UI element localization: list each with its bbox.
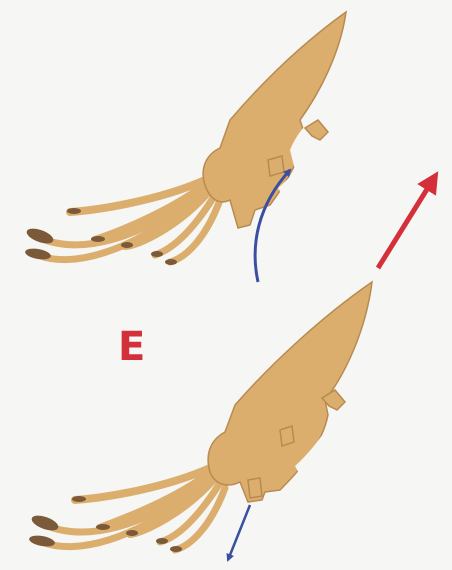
tentacles-top [38,180,220,262]
squid-intake [24,12,346,265]
water-outflow-arrow [228,505,250,560]
motion-arrow [378,178,434,268]
siphon-top [268,156,284,176]
siphon-bottom [248,478,262,498]
squid-expel [28,282,372,552]
diagram-label-e: E [118,324,145,370]
tentacles-bottom [42,468,225,550]
fin-notch-bottom [280,426,294,446]
